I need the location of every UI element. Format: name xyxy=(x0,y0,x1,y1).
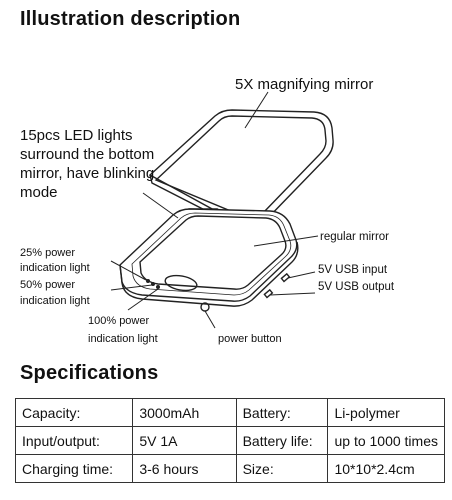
label-25-power-1: 25% power xyxy=(20,247,76,259)
label-50-power-2: indication light xyxy=(20,295,90,307)
label-led-line-1: 15pcs LED lights xyxy=(20,127,133,144)
label-led-line-4: mode xyxy=(20,184,58,201)
label-25-power-2: indication light xyxy=(20,262,90,274)
label-regular-mirror: regular mirror xyxy=(320,231,390,243)
label-usb-input: 5V USB input xyxy=(318,264,388,276)
label-led-line-2: surround the bottom xyxy=(20,146,155,163)
spec-key: Battery life: xyxy=(235,426,329,455)
label-power-button: power button xyxy=(218,333,282,345)
label-100-power-1: 100% power xyxy=(88,315,150,327)
spec-value: 10*10*2.4cm xyxy=(327,454,445,483)
spec-key: Battery: xyxy=(235,398,329,427)
spec-key: Capacity: xyxy=(14,398,134,427)
spec-value: 3000mAh xyxy=(132,398,237,427)
spec-value: up to 1000 times xyxy=(327,426,445,455)
callout-lines xyxy=(110,91,319,329)
spec-key: Size: xyxy=(235,454,329,483)
spec-key: Input/output: xyxy=(14,426,134,455)
spec-value: Li-polymer xyxy=(327,398,445,427)
table-row: Input/output: 5V 1A Battery life: up to … xyxy=(14,426,445,455)
product-diagram: 5X magnifying mirror 15pcs LED lights su… xyxy=(0,40,452,350)
label-magnifying-mirror: 5X magnifying mirror xyxy=(235,76,374,93)
specifications-title: Specifications xyxy=(20,362,159,384)
table-row: Capacity: 3000mAh Battery: Li-polymer xyxy=(14,398,445,427)
table-row: Charging time: 3-6 hours Size: 10*10*2.4… xyxy=(14,454,445,483)
product-drawing xyxy=(110,91,334,329)
spec-key: Charging time: xyxy=(14,454,134,483)
label-led-line-3: mirror, have blinking xyxy=(20,165,155,182)
label-usb-output: 5V USB output xyxy=(318,281,395,293)
illustration-title: Illustration description xyxy=(20,8,241,30)
spec-value: 3-6 hours xyxy=(132,454,237,483)
specifications-table: Capacity: 3000mAh Battery: Li-polymer In… xyxy=(14,398,445,483)
label-50-power-1: 50% power xyxy=(20,279,76,291)
base xyxy=(119,208,299,312)
spec-value: 5V 1A xyxy=(132,426,237,455)
lid xyxy=(148,109,334,228)
label-100-power-2: indication light xyxy=(88,333,158,345)
